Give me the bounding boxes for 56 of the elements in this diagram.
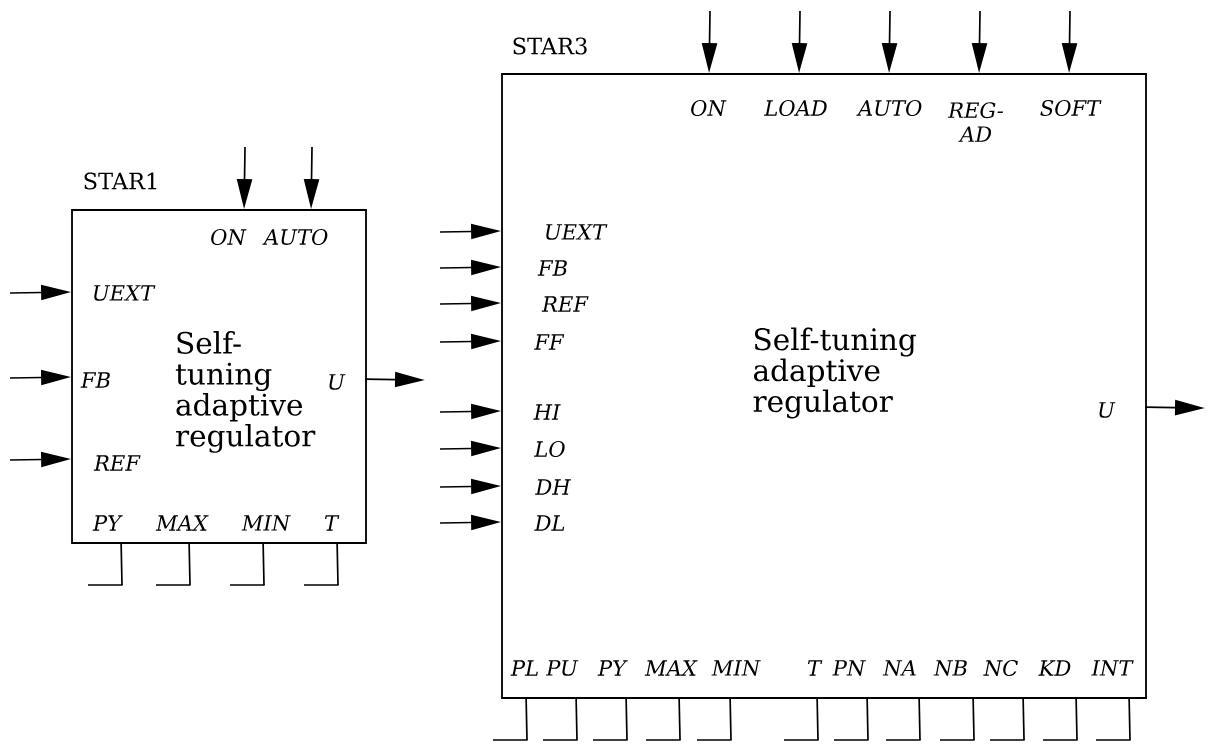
connection-line (1022, 696, 1025, 741)
pin-label: DL (534, 515, 565, 531)
pin-label: UEXT (546, 224, 608, 240)
pin-label: FF (534, 334, 565, 350)
pin-label: KD (1038, 660, 1071, 676)
connection-line (262, 541, 265, 586)
pin-label: LO (534, 441, 565, 457)
connection-line (1128, 696, 1131, 741)
connection-line (1075, 696, 1078, 741)
pin-label: NB (933, 660, 967, 676)
pin-label: PY (597, 660, 628, 676)
connection-line (972, 696, 975, 741)
connection-line (625, 696, 628, 741)
connection-line (188, 541, 191, 586)
pin-label: PY (92, 515, 123, 531)
pin-label: REF (93, 455, 141, 471)
block-title: STAR1 (84, 172, 157, 190)
pin-label: ON (691, 100, 727, 116)
connection-line (575, 696, 578, 741)
pin-label: PL (510, 660, 538, 676)
pin-label: U (1099, 402, 1116, 418)
pin-label: U (329, 374, 346, 390)
connection-line (525, 696, 528, 741)
connection-line (816, 696, 819, 741)
pin-label: NA (882, 660, 916, 676)
block-title: STAR3 (513, 37, 587, 55)
pin-label: PN (832, 660, 866, 676)
pin-label: MAX (644, 660, 698, 676)
connection-line (918, 696, 921, 741)
connection-line (678, 696, 681, 741)
connection-line (336, 541, 339, 586)
pin-label: REG- AD (947, 102, 1004, 142)
pin-label: INT (1091, 660, 1134, 676)
connection-line (866, 696, 869, 741)
block-label: Self-tuning adaptive regulator (753, 327, 916, 419)
pin-label: MAX (155, 515, 209, 531)
pin-label: FB (537, 260, 567, 276)
pin-label: MIN (711, 660, 761, 676)
pin-label: FB (80, 372, 110, 388)
pin-label: DH (535, 479, 571, 495)
pin-label: T (807, 660, 823, 676)
connection-line (120, 541, 123, 586)
connection-line (729, 696, 732, 741)
pin-label: T (324, 515, 340, 531)
pin-label: UEXT (94, 285, 156, 301)
block-label: Self-tuning adaptive regulator (175, 331, 316, 453)
pin-label: AUTO (262, 229, 328, 245)
pin-label: MIN (241, 515, 291, 531)
pin-label: PU (545, 660, 579, 676)
pin-label: SOFT (1040, 100, 1102, 116)
pin-label: ON (211, 229, 247, 245)
pin-label: NC (983, 660, 1018, 676)
pin-label: LOAD (763, 100, 827, 116)
pin-label: HI (533, 404, 561, 420)
pin-label: REF (541, 296, 589, 312)
pin-label: AUTO (856, 100, 922, 116)
